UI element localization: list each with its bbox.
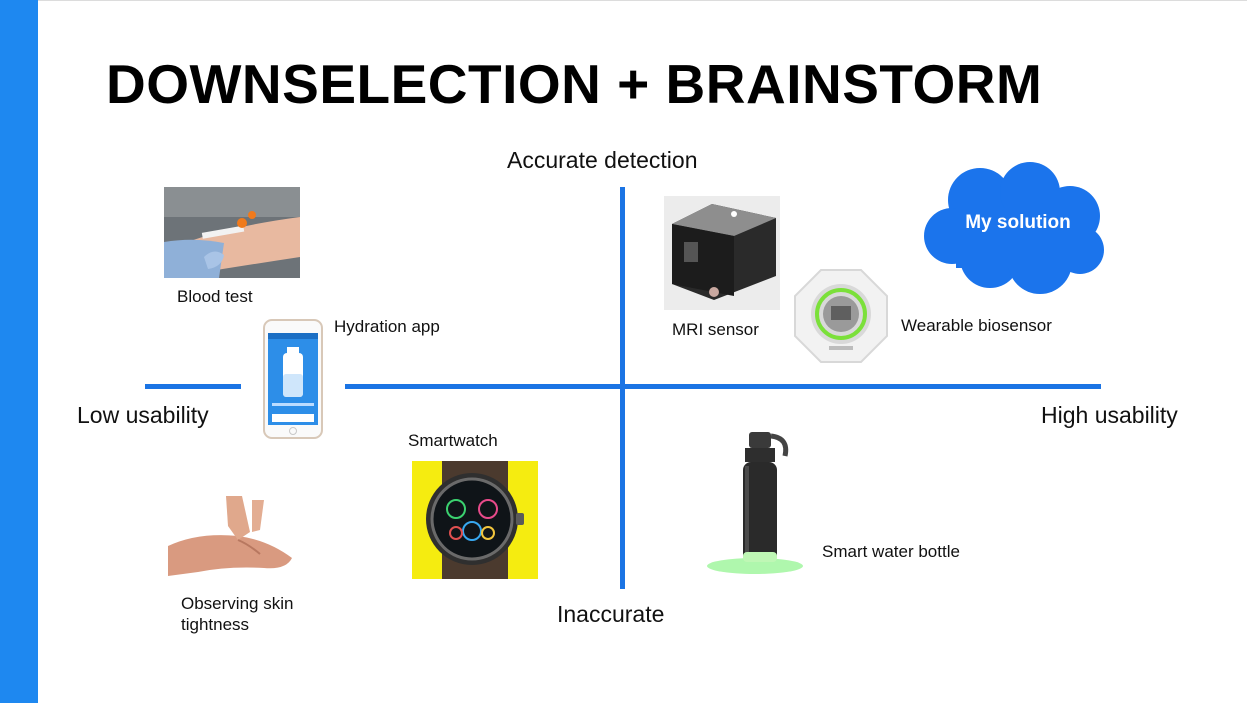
top-divider bbox=[38, 0, 1247, 1]
accent-bar bbox=[0, 0, 38, 703]
smartwatch-label: Smartwatch bbox=[408, 431, 498, 450]
wearable-biosensor-label: Wearable biosensor bbox=[901, 316, 1052, 335]
horizontal-axis-right-segment bbox=[345, 384, 1101, 389]
hydration-app-phone bbox=[263, 319, 323, 439]
hydration-app-label: Hydration app bbox=[334, 317, 440, 336]
mri-sensor-label: MRI sensor bbox=[672, 320, 759, 339]
skin-tightness-label: Observing skin tightness bbox=[181, 594, 294, 634]
slide-title: DOWNSELECTION + BRAINSTORM bbox=[106, 53, 1043, 115]
blood-test-label: Blood test bbox=[177, 287, 253, 306]
horizontal-axis-left-segment bbox=[145, 384, 241, 389]
smart-water-bottle-label: Smart water bottle bbox=[822, 542, 960, 561]
smartwatch-photo bbox=[412, 461, 538, 579]
axis-label-bottom: Inaccurate bbox=[557, 601, 665, 627]
my-solution-cloud-icon bbox=[924, 162, 1104, 294]
axis-label-right: High usability bbox=[1041, 402, 1178, 428]
mri-sensor-photo bbox=[664, 196, 780, 310]
skin-tightness-photo bbox=[168, 496, 296, 582]
wearable-biosensor-photo bbox=[791, 266, 891, 366]
axis-label-left: Low usability bbox=[77, 402, 209, 428]
smart-water-bottle-photo bbox=[705, 428, 815, 576]
my-solution-label: My solution bbox=[965, 212, 1071, 233]
blood-test-photo bbox=[164, 187, 300, 278]
axis-label-top: Accurate detection bbox=[507, 147, 698, 173]
